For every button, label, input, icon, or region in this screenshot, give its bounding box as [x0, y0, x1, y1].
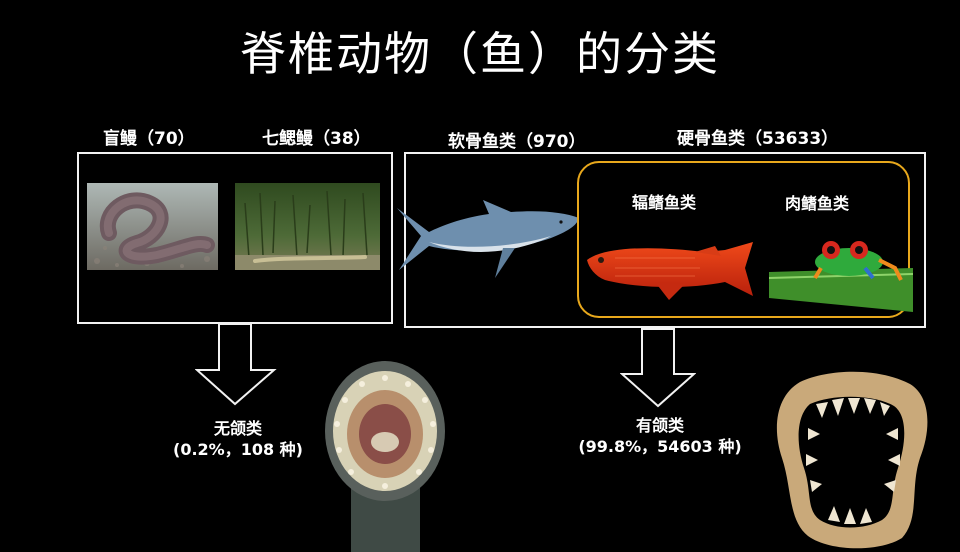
bony-fish-label: 硬骨鱼类（53633） [677, 129, 839, 149]
frog-image [769, 241, 913, 312]
lamprey-mouth-image [323, 356, 448, 552]
shark-jaw-image [776, 371, 928, 549]
jawless-result-title: 无颌类 [213, 419, 262, 438]
hagfish-photo [87, 183, 218, 270]
jawed-group-box [404, 152, 926, 328]
lamprey-mouth-photo [323, 356, 448, 552]
hagfish-image [87, 183, 218, 270]
jawed-result-stats: (99.8%，54603 种) [578, 437, 742, 456]
jawless-down-arrow [195, 323, 277, 406]
lamprey-label: 七鳃鳗（38） [262, 129, 371, 149]
page-title: 脊椎动物（鱼）的分类 [240, 27, 720, 81]
jawless-result-stats: (0.2%，108 种) [173, 440, 303, 459]
hagfish-label: 盲鳗（70） [103, 129, 195, 149]
ray-finned-fish-label: 辐鳍鱼类 [632, 193, 697, 212]
jawed-result-title: 有颌类 [635, 416, 684, 435]
jawed-down-arrow [620, 328, 696, 408]
lamprey-photo [235, 183, 380, 270]
lamprey-image [235, 183, 380, 270]
bony-fish-box [577, 161, 910, 318]
shark-image [397, 200, 579, 278]
lobe-finned-fish-label: 肉鳍鱼类 [785, 194, 850, 213]
cartilaginous-fish-label: 软骨鱼类（970） [448, 132, 586, 152]
arowana-image [587, 242, 753, 300]
